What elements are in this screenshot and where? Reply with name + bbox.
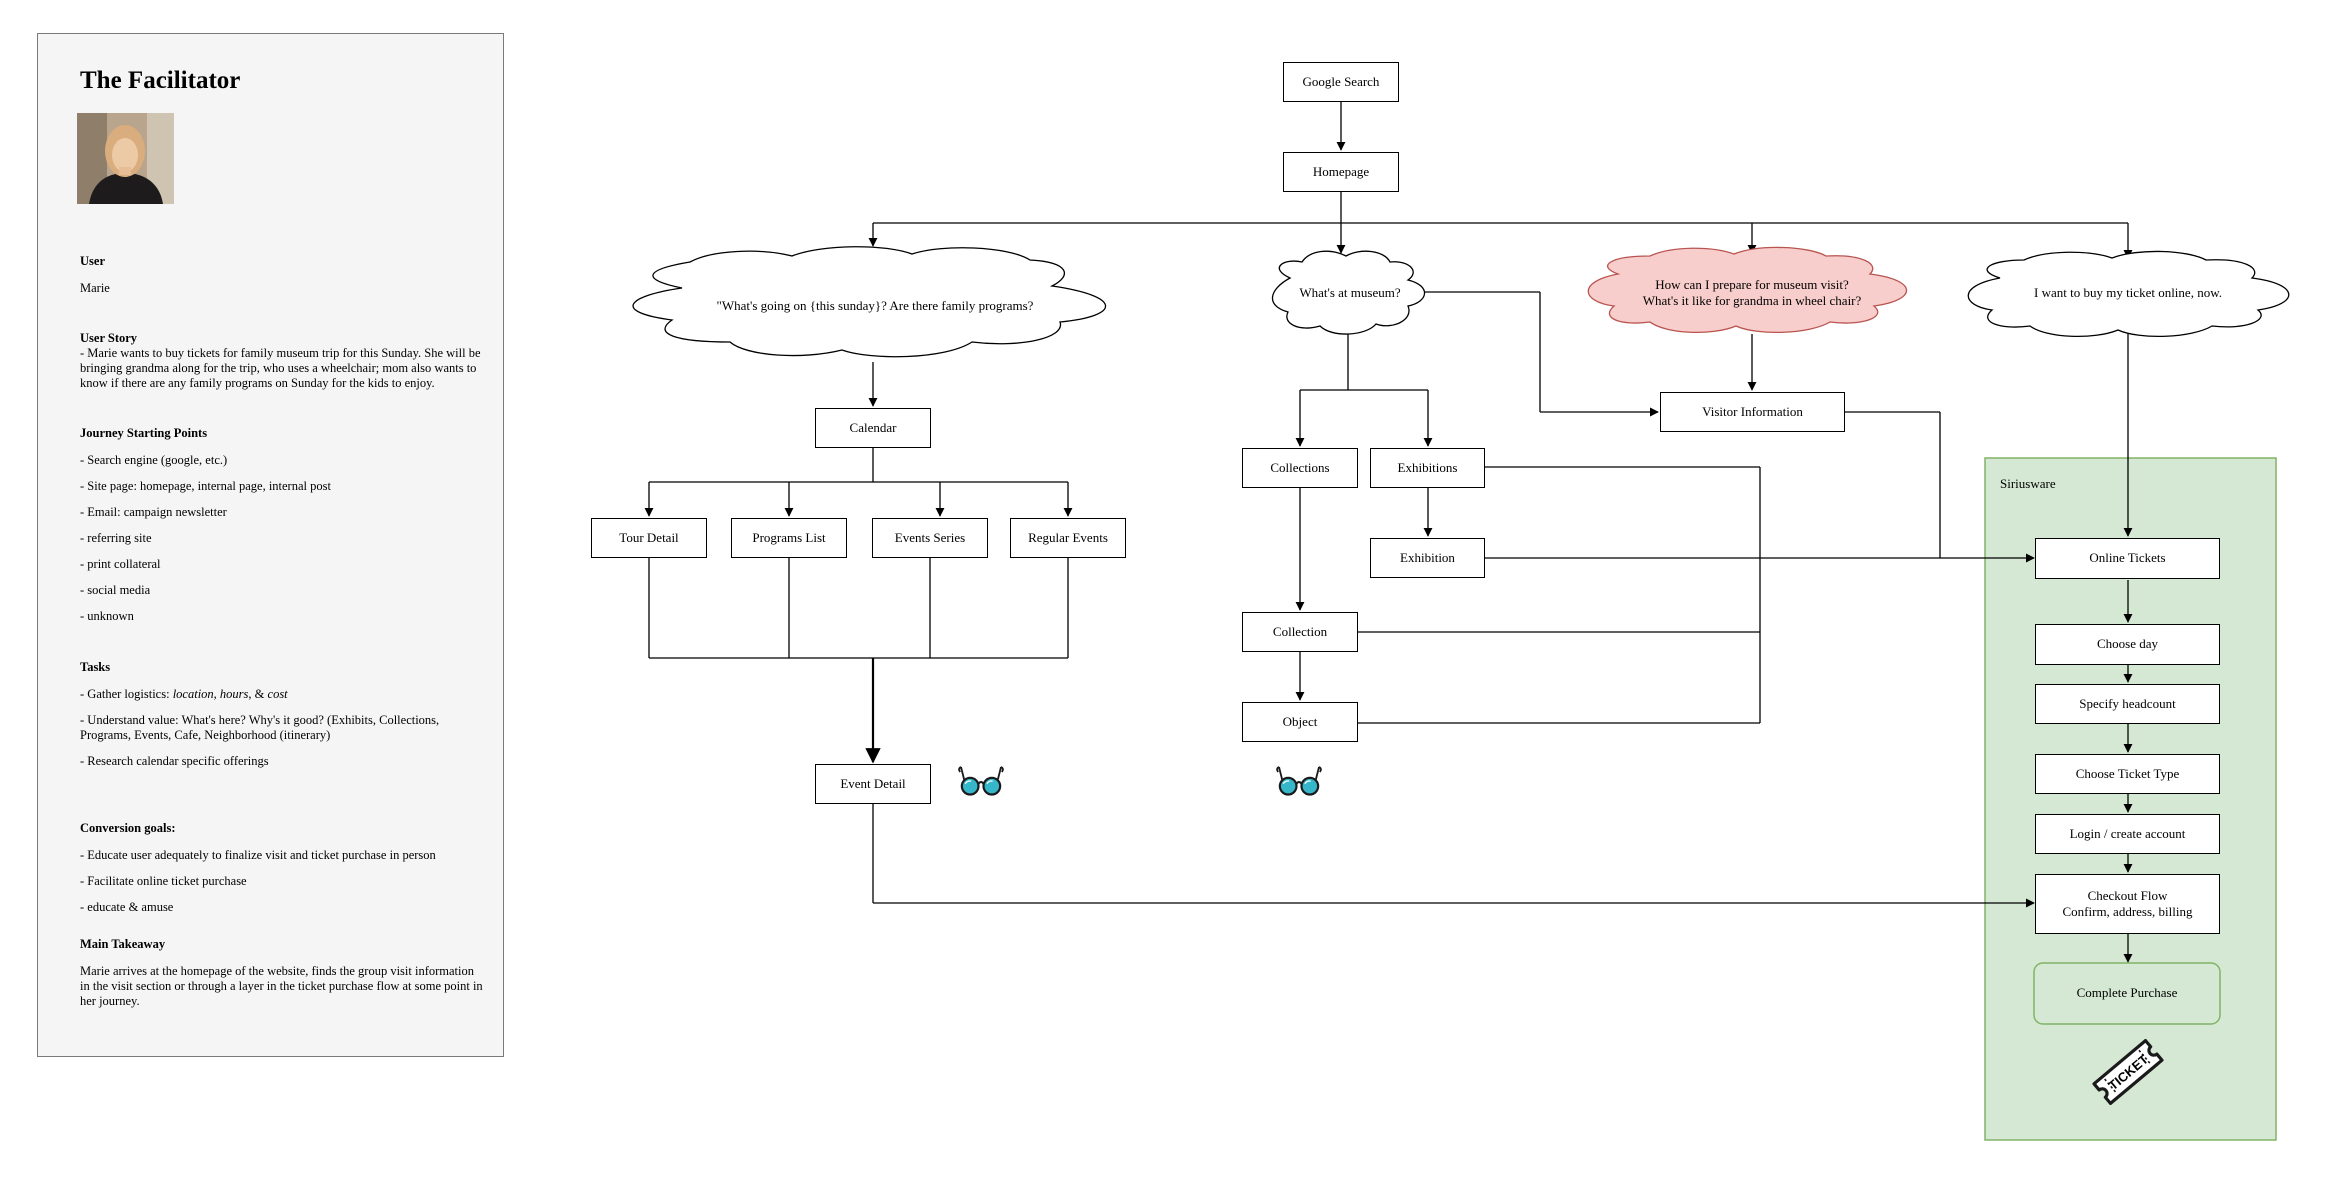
task-emphasis: cost bbox=[267, 687, 288, 701]
cloud-text-whats-at-museum: What's at museum? bbox=[1299, 284, 1401, 300]
node-homepage[interactable]: Homepage bbox=[1283, 152, 1399, 192]
cloud-whats-at-museum bbox=[1271, 250, 1426, 335]
connectors bbox=[644, 102, 2133, 963]
goal-item: - Facilitate online ticket purchase bbox=[80, 874, 247, 888]
node-login-create-account[interactable]: Login / create account bbox=[2035, 814, 2220, 854]
cloud-buy-online bbox=[1967, 250, 2290, 338]
node-collection[interactable]: Collection bbox=[1242, 612, 1358, 652]
node-visitor-information[interactable]: Visitor Information bbox=[1660, 392, 1845, 432]
node-regular-events[interactable]: Regular Events bbox=[1010, 518, 1126, 558]
journey-item: - Site page: homepage, internal page, in… bbox=[80, 479, 331, 493]
task-emphasis: location bbox=[172, 687, 214, 701]
task-text: , bbox=[213, 687, 220, 701]
journey-item: - Search engine (google, etc.) bbox=[80, 453, 228, 467]
cloud-text-line: How can I prepare for museum visit? bbox=[1655, 276, 1849, 292]
user-section: User Marie bbox=[80, 254, 485, 296]
takeaway-section: Main Takeaway Marie arrives at the homep… bbox=[80, 937, 485, 1009]
glasses-icon bbox=[1275, 765, 1323, 796]
node-choose-day[interactable]: Choose day bbox=[2035, 624, 2220, 665]
node-event-detail[interactable]: Event Detail bbox=[815, 764, 931, 804]
tasks-section: Tasks - Gather logistics: location, hour… bbox=[80, 660, 485, 769]
node-calendar[interactable]: Calendar bbox=[815, 408, 931, 448]
node-exhibitions[interactable]: Exhibitions bbox=[1370, 448, 1485, 488]
avatar bbox=[77, 113, 174, 204]
node-complete-purchase[interactable]: Complete Purchase bbox=[2076, 985, 2178, 1001]
cloud-text-buy-online: I want to buy my ticket online, now. bbox=[2034, 284, 2222, 300]
journey-heading: Journey Starting Points bbox=[80, 426, 208, 440]
persona-title: The Facilitator bbox=[80, 67, 241, 94]
node-choose-ticket-type[interactable]: Choose Ticket Type bbox=[2035, 754, 2220, 794]
cloud-prepare-visit bbox=[1587, 246, 1907, 334]
journey-item: - print collateral bbox=[80, 557, 161, 571]
node-checkout-line: Checkout Flow bbox=[2087, 887, 2168, 903]
node-online-tickets[interactable]: Online Tickets bbox=[2035, 538, 2220, 579]
task-emphasis: hours bbox=[219, 687, 249, 701]
persona-panel: The Facilitator User Marie User Story - … bbox=[37, 33, 504, 1057]
goals-section: Conversion goals: - Educate user adequat… bbox=[80, 821, 485, 915]
node-google-search[interactable]: Google Search bbox=[1283, 62, 1399, 102]
task-item: - Gather logistics: location, hours, & c… bbox=[80, 687, 485, 702]
node-exhibition[interactable]: Exhibition bbox=[1370, 538, 1485, 578]
node-collections[interactable]: Collections bbox=[1242, 448, 1358, 488]
journey-item: - social media bbox=[80, 583, 151, 597]
journey-item: - Email: campaign newsletter bbox=[80, 505, 227, 519]
node-tour-detail[interactable]: Tour Detail bbox=[591, 518, 707, 558]
siriusware-label: Siriusware bbox=[2000, 476, 2056, 491]
takeaway-heading: Main Takeaway bbox=[80, 937, 166, 951]
node-events-series[interactable]: Events Series bbox=[872, 518, 988, 558]
tasks-heading: Tasks bbox=[80, 660, 111, 674]
cloud-text-line: What's it like for grandma in wheel chai… bbox=[1642, 293, 1862, 308]
task-item: - Understand value: What's here? Why's i… bbox=[80, 713, 440, 742]
glasses-icon bbox=[957, 765, 1005, 796]
task-item: - Research calendar specific offerings bbox=[80, 754, 269, 768]
takeaway-text: Marie arrives at the homepage of the web… bbox=[80, 964, 483, 1008]
user-heading: User bbox=[80, 254, 105, 268]
goals-heading: Conversion goals: bbox=[80, 821, 176, 835]
task-text: - Gather logistics: bbox=[80, 687, 173, 701]
node-object[interactable]: Object bbox=[1242, 702, 1358, 742]
journey-item: - unknown bbox=[80, 609, 134, 623]
node-checkout-flow[interactable]: Checkout Flow Confirm, address, billing bbox=[2035, 874, 2220, 934]
user-story-section: User Story - Marie wants to buy tickets … bbox=[80, 331, 485, 391]
journey-item: - referring site bbox=[80, 531, 152, 545]
node-specify-headcount[interactable]: Specify headcount bbox=[2035, 684, 2220, 724]
goal-item: - educate & amuse bbox=[80, 900, 174, 914]
cloud-text-whats-going-on: "What's going on {this sunday}? Are ther… bbox=[716, 297, 1034, 313]
task-text: , & bbox=[248, 687, 268, 701]
user-story-text: - Marie wants to buy tickets for family … bbox=[80, 346, 481, 390]
cloud-text-prepare-visit: How can I prepare for museum visit? What… bbox=[1610, 274, 1894, 312]
user-name: Marie bbox=[80, 281, 110, 295]
node-checkout-line: Confirm, address, billing bbox=[2062, 904, 2193, 919]
complete-purchase-shape bbox=[2033, 962, 2221, 1025]
goal-item: - Educate user adequately to finalize vi… bbox=[80, 848, 436, 862]
cloud-whats-going-on bbox=[632, 246, 1107, 358]
node-programs-list[interactable]: Programs List bbox=[731, 518, 847, 558]
journey-section: Journey Starting Points - Search engine … bbox=[80, 426, 485, 624]
user-story-heading: User Story bbox=[80, 331, 138, 345]
